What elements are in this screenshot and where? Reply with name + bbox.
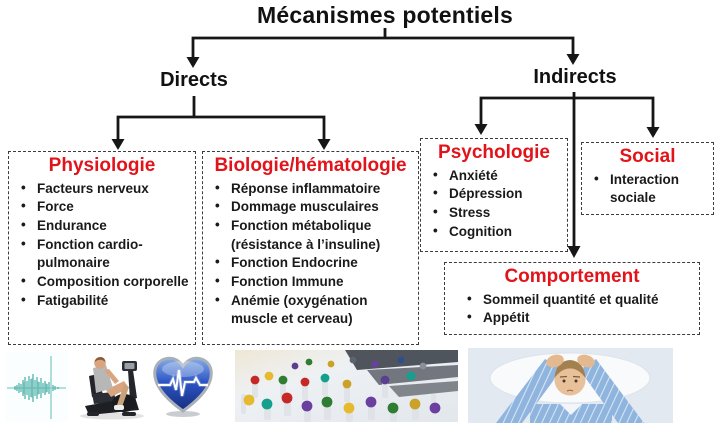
comportement-list: Sommeil quantité et qualitéAppétit: [445, 290, 699, 328]
physiologie-title: Physiologie: [48, 155, 156, 176]
emg-waveform-image: [5, 352, 68, 422]
list-item: Appétit: [463, 308, 696, 328]
list-item: Fonction cardio-pulmonaire: [17, 235, 192, 273]
physiologie-list: Facteurs nerveuxForceEnduranceFonction c…: [9, 179, 195, 311]
physiologie-box: Physiologie Facteurs nerveuxForceEnduran…: [8, 151, 196, 345]
biologie-hematologie-title: Biologie/hématologie: [214, 155, 407, 176]
list-item: Fonction Immune: [211, 272, 415, 292]
list-item: Composition corporelle: [17, 272, 192, 292]
branch-label-directs: Directs: [160, 69, 228, 91]
list-item: Endurance: [17, 216, 192, 236]
list-item: Cognition: [429, 222, 564, 242]
psychologie-title: Psychologie: [438, 142, 550, 163]
stressed-man-in-bed-image: [468, 348, 673, 423]
page-title: Mécanismes potentiels: [256, 2, 513, 28]
comportement-box: Comportement Sommeil quantité et qualité…: [444, 262, 700, 335]
list-item: Sommeil quantité et qualité: [463, 290, 696, 310]
list-item: Fonction Endocrine: [211, 253, 415, 273]
list-item: Facteurs nerveux: [17, 179, 192, 199]
list-item: Réponse inflammatoire: [211, 179, 415, 199]
comportement-title: Comportement: [504, 266, 640, 287]
list-item: Fatigabilité: [17, 291, 192, 311]
social-title: Social: [619, 146, 676, 167]
branch-label-indirects: Indirects: [533, 66, 617, 88]
list-item: Fonction métabolique (résistance à l’ins…: [211, 216, 415, 254]
list-item: Dépression: [429, 184, 564, 204]
heart-ecg-image: [150, 352, 216, 420]
social-list: Interaction sociale: [582, 170, 713, 208]
recumbent-bike-image: [72, 350, 148, 422]
social-box: Social Interaction sociale: [581, 142, 714, 215]
list-item: Stress: [429, 203, 564, 223]
blood-test-tubes-image: [235, 350, 458, 422]
biologie-hematologie-box: Biologie/hématologie Réponse inflammatoi…: [202, 151, 419, 345]
list-item: Force: [17, 197, 192, 217]
list-item: Dommage musculaires: [211, 197, 415, 217]
list-item: Interaction sociale: [590, 170, 710, 208]
list-item: Anémie (oxygénation muscle et cerveau): [211, 291, 415, 329]
psychologie-list: AnxiétéDépressionStressCognition: [421, 166, 567, 242]
biologie-hematologie-list: Réponse inflammatoireDommage musculaires…: [203, 179, 418, 329]
psychologie-box: Psychologie AnxiétéDépressionStressCogni…: [420, 138, 568, 252]
list-item: Anxiété: [429, 166, 564, 186]
